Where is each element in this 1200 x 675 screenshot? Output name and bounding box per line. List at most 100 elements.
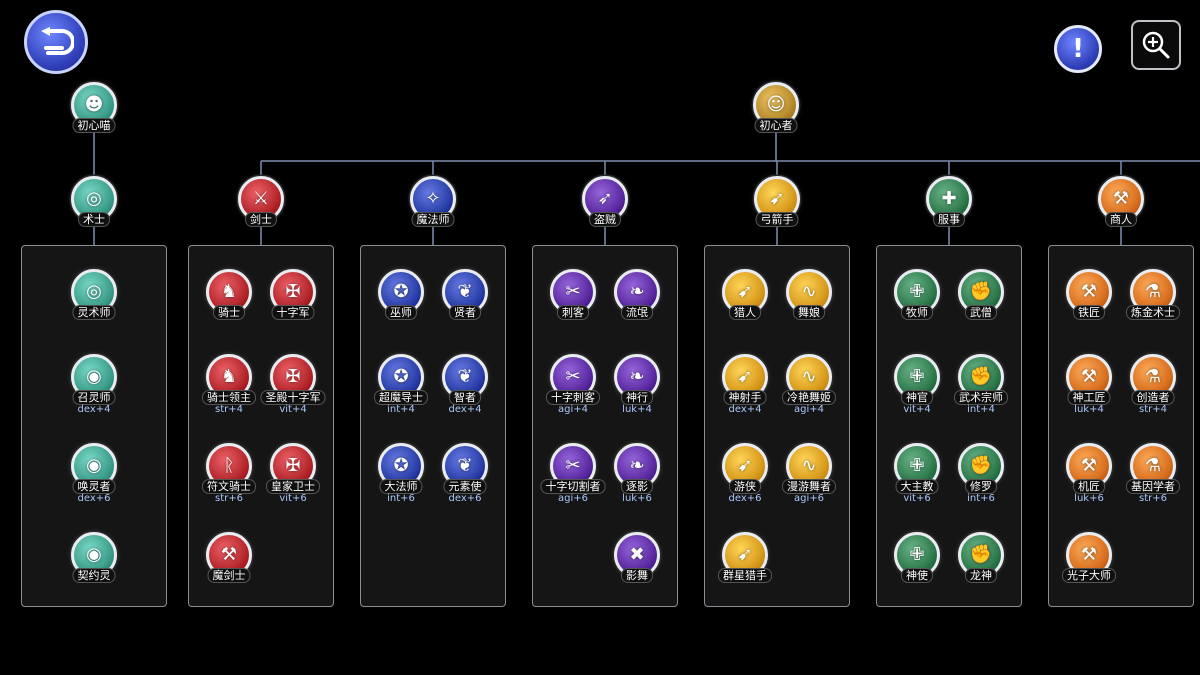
job-node-branch-thief[interactable]: ➶盗贼: [575, 176, 635, 238]
job-node-thief-0-0[interactable]: ✂刺客: [543, 269, 603, 331]
job-node-archer-0-0[interactable]: ➹猎人: [715, 269, 775, 331]
job-node-archer-0-3[interactable]: ➹群星猎手: [715, 532, 775, 594]
job-node-branch-swordman[interactable]: ⚔剑士: [231, 176, 291, 238]
job-node-merchant-1-0[interactable]: ⚗炼金术士: [1123, 269, 1183, 331]
eye-icon: ◉: [86, 455, 102, 476]
job-node-thief-1-0[interactable]: ❧流氓: [607, 269, 667, 331]
book-icon: ❦: [457, 281, 473, 302]
job-label: 弓箭手: [755, 212, 799, 227]
job-label: 神官: [901, 390, 933, 405]
zoom-in-icon: [1142, 31, 1170, 59]
job-label: 魔法师: [411, 212, 455, 227]
job-label: 牧师: [901, 305, 933, 320]
job-node-acolyte-1-3[interactable]: ✊龙神: [951, 532, 1011, 594]
zoom-button[interactable]: [1131, 20, 1181, 70]
job-stat-bonus: int+6: [967, 493, 995, 504]
job-node-branch-merchant[interactable]: ⚒商人: [1091, 176, 1151, 238]
job-node-branch-acolyte[interactable]: ✚服事: [919, 176, 979, 238]
job-node-swordman-1-0[interactable]: ✠十字军: [263, 269, 323, 331]
bow-icon: ➹: [737, 455, 753, 476]
hammer-icon: ⚒: [1080, 366, 1098, 387]
job-node-branch-mage[interactable]: ✧ 魔法师: [403, 176, 463, 238]
bow-icon: ➹: [769, 188, 785, 209]
job-node-mage-1-0[interactable]: ❦贤者: [435, 269, 495, 331]
job-node-mage-0-0[interactable]: ✪ 巫师: [371, 269, 431, 331]
job-node-swordman-0-3[interactable]: ⚒魔剑士: [199, 532, 259, 594]
job-node-root-novice[interactable]: ☺初心者: [746, 82, 806, 144]
whip-icon: ∿: [801, 366, 817, 387]
job-label: 武术宗师: [954, 390, 1008, 405]
job-node-branch-summoner[interactable]: ◎术士: [64, 176, 124, 238]
job-node-branch-archer[interactable]: ➹ 弓箭手: [747, 176, 807, 238]
job-label: 炼金术士: [1126, 305, 1180, 320]
flask-icon: ⚗: [1144, 455, 1162, 476]
job-stat-bonus: agi+6: [794, 493, 824, 504]
job-node-acolyte-0-0[interactable]: ✙牧师: [887, 269, 947, 331]
whip-icon: ∿: [801, 455, 817, 476]
job-label: 大主教: [895, 479, 939, 494]
job-label: 商人: [1105, 212, 1137, 227]
blades-icon: ✖: [629, 544, 645, 565]
job-label: 神工匠: [1067, 390, 1111, 405]
job-node-archer-1-0[interactable]: ∿舞娘: [779, 269, 839, 331]
job-label: 漫游舞者: [782, 479, 836, 494]
job-node-root-doram[interactable]: ☻初心喵: [64, 82, 124, 144]
job-stat-bonus: vit+6: [279, 493, 307, 504]
job-node-summoner-0-3[interactable]: ◉契约灵: [64, 532, 124, 594]
job-stat-bonus: str+4: [1139, 404, 1167, 415]
job-node-acolyte-1-0[interactable]: ✊武僧: [951, 269, 1011, 331]
job-label: 皇家卫士: [266, 479, 320, 494]
job-label: 魔剑士: [207, 568, 251, 583]
back-arrow-icon: [41, 27, 74, 55]
staff-icon: ✧: [425, 188, 441, 209]
wizard-icon: ✪: [393, 366, 409, 387]
job-node-merchant-0-0[interactable]: ⚒铁匠: [1059, 269, 1119, 331]
wizard-icon: ✪: [393, 281, 409, 302]
katar-icon: ✂: [565, 366, 581, 387]
info-button[interactable]: !: [1054, 25, 1102, 73]
job-node-merchant-0-3[interactable]: ⚒光子大师: [1059, 532, 1119, 594]
job-label: 盗贼: [589, 212, 621, 227]
job-node-summoner-0-0[interactable]: ◎灵术师: [64, 269, 124, 331]
job-label: 元素使: [443, 479, 487, 494]
cross-shield-icon: ✠: [285, 366, 301, 387]
back-button[interactable]: [24, 10, 88, 74]
cross-shield-icon: ✠: [285, 281, 301, 302]
job-stat-bonus: agi+4: [558, 404, 588, 415]
job-label: 巫师: [385, 305, 417, 320]
job-label: 武僧: [965, 305, 997, 320]
job-label: 创造者: [1131, 390, 1175, 405]
job-label: 智者: [449, 390, 481, 405]
job-label: 剑士: [245, 212, 277, 227]
job-node-acolyte-0-3[interactable]: ✙神使: [887, 532, 947, 594]
job-stat-bonus: agi+4: [794, 404, 824, 415]
job-node-swordman-0-0[interactable]: ♞骑士: [199, 269, 259, 331]
job-node-thief-1-3[interactable]: ✖影舞: [607, 532, 667, 594]
